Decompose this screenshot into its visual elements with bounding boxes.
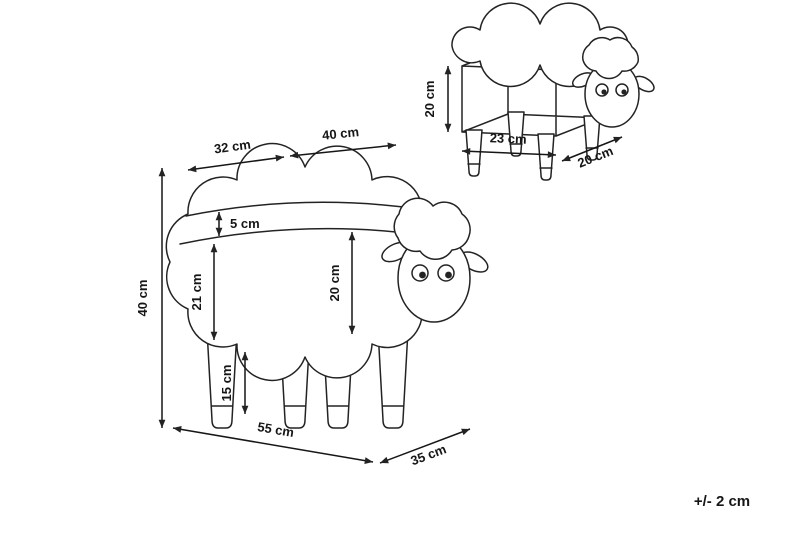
dim-width: 35 cm bbox=[379, 428, 471, 468]
dim-length-arrow bbox=[172, 426, 374, 464]
dim-storage-width-label: 23 cm bbox=[489, 130, 526, 147]
dim-lid-front: 32 cm bbox=[187, 137, 285, 173]
dim-storage-depth-arrow bbox=[561, 136, 623, 162]
main-sheep-illustration bbox=[165, 142, 489, 429]
dim-seat-depth: 20 cm bbox=[327, 232, 356, 334]
storage-sheep-eye-left bbox=[595, 83, 609, 97]
dim-lid-back-label: 40 cm bbox=[321, 124, 359, 143]
dim-storage-width-arrow bbox=[461, 147, 557, 159]
sheep-pupil-right bbox=[445, 271, 452, 279]
dim-inner-height: 21 cm bbox=[189, 244, 218, 340]
dim-lid-back: 40 cm bbox=[289, 124, 397, 159]
storage-sheep-pupil-right bbox=[621, 89, 627, 95]
storage-sheep-eye-right bbox=[615, 83, 629, 97]
sheep-hair-tuft bbox=[393, 197, 471, 260]
storage-sheep-hair-tuft bbox=[581, 36, 640, 80]
dim-total-height: 40 cm bbox=[135, 168, 166, 428]
dim-length: 55 cm bbox=[172, 419, 374, 464]
dim-inner-height-label: 21 cm bbox=[189, 274, 204, 311]
dim-lid-front-label: 32 cm bbox=[213, 137, 252, 157]
dim-leg-height-label: 15 cm bbox=[219, 365, 234, 402]
dim-lid-front-arrow bbox=[187, 154, 285, 173]
storage-sheep-pupil-left bbox=[601, 89, 607, 95]
tolerance-note: +/- 2 cm bbox=[694, 493, 750, 510]
dim-storage-height: 20 cm bbox=[422, 66, 452, 132]
storage-sheep-illustration bbox=[451, 2, 655, 181]
dim-seat-depth-label: 20 cm bbox=[327, 265, 342, 302]
dim-length-label: 55 cm bbox=[256, 419, 295, 440]
dim-leg-height: 15 cm bbox=[219, 352, 249, 414]
sheep-leg-back-right bbox=[377, 329, 409, 429]
storage-leg-front-right bbox=[537, 133, 555, 181]
sheep-pupil-left bbox=[419, 271, 426, 279]
dim-total-height-label: 40 cm bbox=[135, 280, 150, 317]
dim-storage-height-label: 20 cm bbox=[422, 81, 437, 118]
dim-lid-thickness: 5 cm bbox=[215, 212, 260, 236]
storage-leg-front-left bbox=[465, 129, 483, 177]
dim-lid-thickness-label: 5 cm bbox=[230, 216, 260, 231]
dim-storage-width: 23 cm bbox=[461, 130, 557, 159]
dim-width-arrow bbox=[379, 428, 471, 464]
dim-lid-back-arrow bbox=[289, 142, 397, 159]
dimension-annotations: 32 cm 40 cm 5 cm 21 cm 20 cm 40 cm bbox=[135, 66, 623, 468]
